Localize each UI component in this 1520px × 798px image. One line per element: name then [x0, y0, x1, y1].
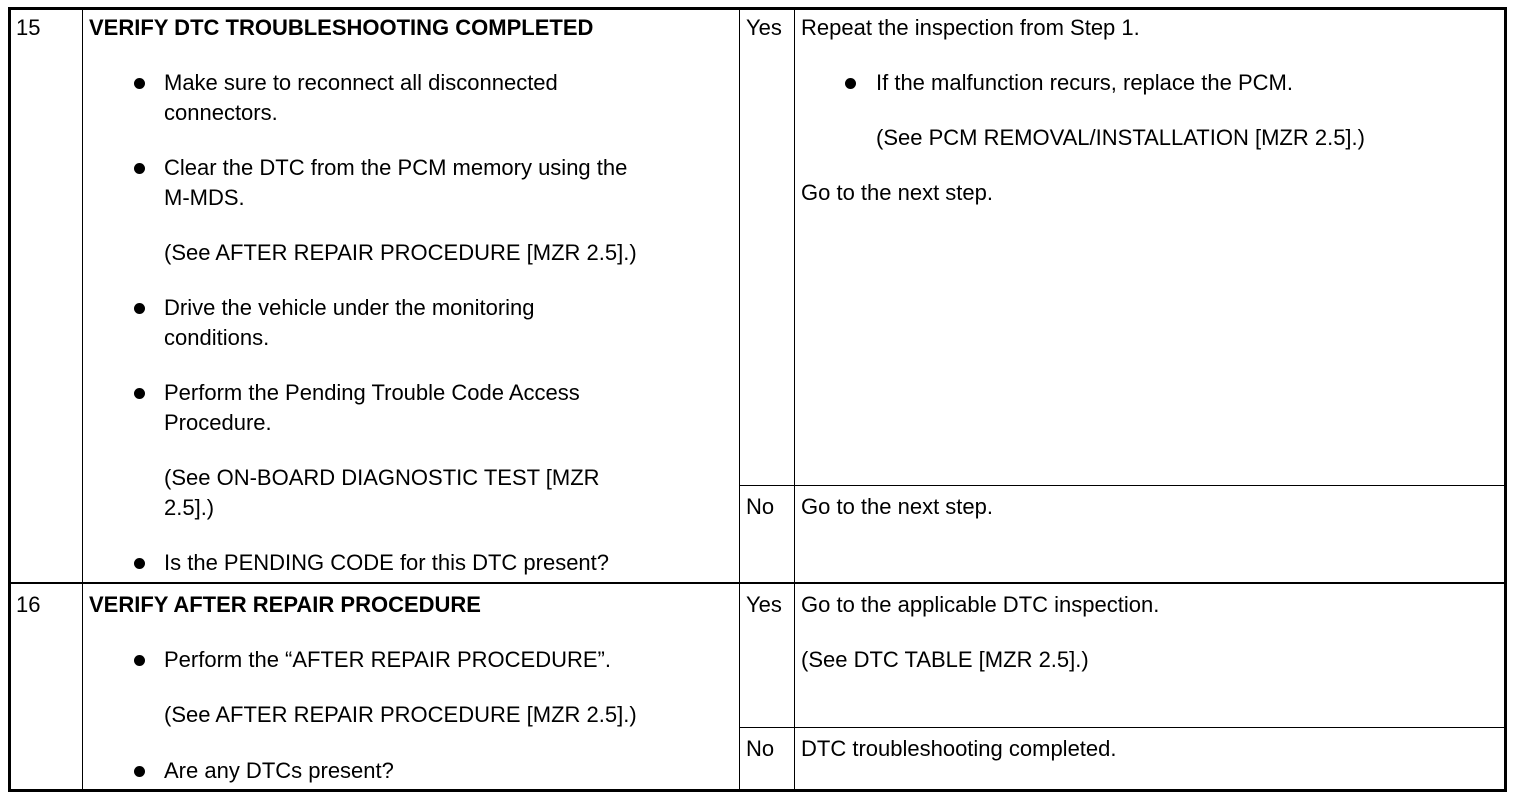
step-title: VERIFY AFTER REPAIR PROCEDURE	[89, 592, 481, 617]
step-number: 16	[16, 592, 41, 617]
no-label: No	[746, 494, 775, 519]
yes-label: Yes	[746, 592, 782, 617]
bullet-icon	[134, 78, 145, 89]
reference-link[interactable]: 2.5].)	[164, 495, 215, 520]
inspection-text: Drive the vehicle under the monitoring	[164, 295, 535, 320]
inspection-text: Clear the DTC from the PCM memory using …	[164, 155, 628, 180]
row-divider-yes-no-16	[739, 727, 1507, 728]
reference-link[interactable]: (See ON-BOARD DIAGNOSTIC TEST [MZR	[164, 465, 600, 490]
inspection-text: Make sure to reconnect all disconnected	[164, 70, 558, 95]
action-text: Repeat the inspection from Step 1.	[801, 15, 1140, 40]
bullet-icon	[845, 78, 856, 89]
reference-link[interactable]: (See AFTER REPAIR PROCEDURE [MZR 2.5].)	[164, 240, 637, 265]
no-label: No	[746, 736, 775, 761]
inspection-question: Are any DTCs present?	[164, 758, 394, 783]
inspection-question: Is the PENDING CODE for this DTC present…	[164, 550, 610, 575]
column-divider-inspection	[739, 7, 740, 792]
step-title: VERIFY DTC TROUBLESHOOTING COMPLETED	[89, 15, 594, 40]
inspection-text: Procedure.	[164, 410, 272, 435]
bullet-icon	[134, 766, 145, 777]
column-divider-step	[82, 7, 83, 792]
troubleshooting-table	[8, 7, 1507, 792]
step-number: 15	[16, 15, 41, 40]
inspection-text: connectors.	[164, 100, 278, 125]
reference-link[interactable]: (See PCM REMOVAL/INSTALLATION [MZR 2.5].…	[876, 125, 1365, 150]
reference-link[interactable]: (See DTC TABLE [MZR 2.5].)	[801, 647, 1089, 672]
reference-link[interactable]: (See AFTER REPAIR PROCEDURE [MZR 2.5].)	[164, 702, 637, 727]
action-text: DTC troubleshooting completed.	[801, 736, 1117, 761]
inspection-text: Perform the Pending Trouble Code Access	[164, 380, 580, 405]
column-divider-result	[794, 7, 795, 792]
bullet-icon	[134, 163, 145, 174]
bullet-icon	[134, 303, 145, 314]
bullet-icon	[134, 558, 145, 569]
action-text: If the malfunction recurs, replace the P…	[876, 70, 1293, 95]
bullet-icon	[134, 655, 145, 666]
action-text: Go to the applicable DTC inspection.	[801, 592, 1160, 617]
bullet-icon	[134, 388, 145, 399]
action-text: Go to the next step.	[801, 494, 994, 519]
inspection-text: M-MDS.	[164, 185, 245, 210]
row-divider-15-16	[8, 582, 1507, 584]
row-divider-yes-no-15	[739, 485, 1507, 486]
inspection-text: conditions.	[164, 325, 270, 350]
yes-label: Yes	[746, 15, 782, 40]
action-text: Go to the next step.	[801, 180, 994, 205]
inspection-text: Perform the “AFTER REPAIR PROCEDURE”.	[164, 647, 611, 672]
